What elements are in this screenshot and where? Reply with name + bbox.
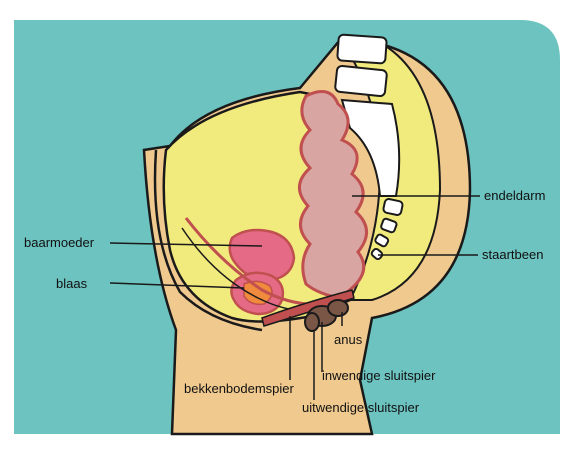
label-inwendige-sluitspier: inwendige sluitspier	[322, 368, 436, 383]
label-anus: anus	[334, 332, 363, 347]
vertebra-1	[337, 34, 387, 63]
vertebra-2	[335, 65, 387, 96]
label-uitwendige-sluitspier: uitwendige sluitspier	[302, 400, 420, 415]
label-baarmoeder: baarmoeder	[24, 235, 95, 250]
coccyx-bone-1	[383, 198, 404, 215]
label-staartbeen: staartbeen	[482, 247, 543, 262]
external-sphincter-shape	[305, 313, 319, 331]
label-blaas: blaas	[56, 276, 88, 291]
label-bekkenbodemspier: bekkenbodemspier	[184, 381, 295, 396]
label-endeldarm: endeldarm	[484, 188, 545, 203]
internal-sphincter-shape	[328, 300, 348, 316]
